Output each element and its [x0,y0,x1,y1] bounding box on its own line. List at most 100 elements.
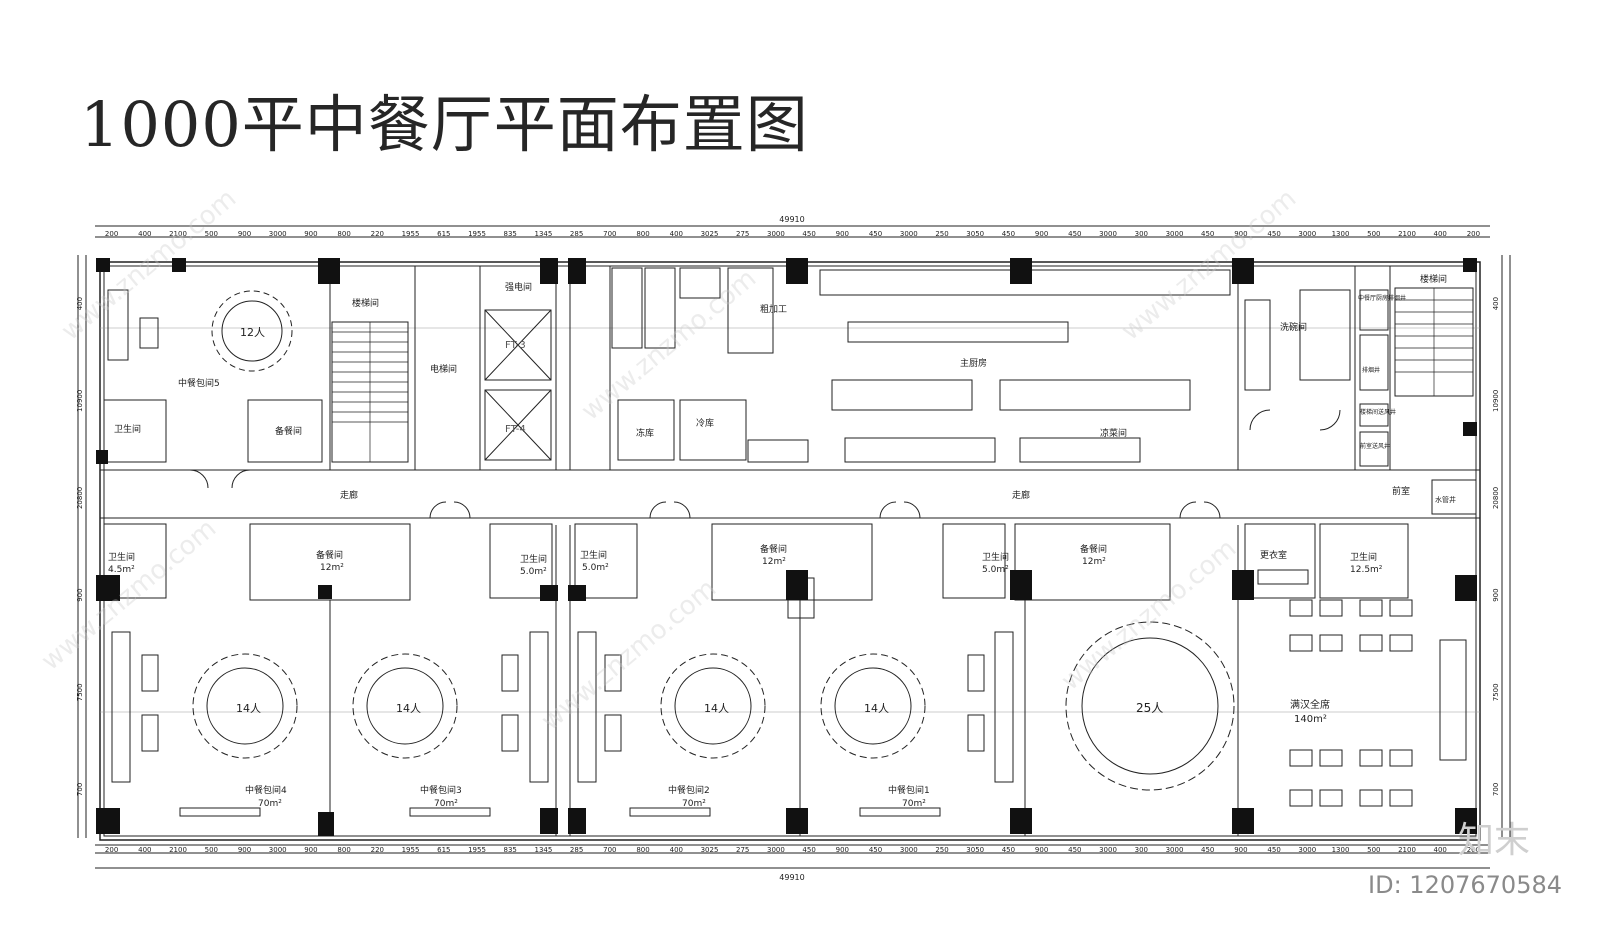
dim-value: 2100 [1398,230,1416,238]
dim-value: 450 [1267,230,1280,238]
dim-value: 200 [1467,230,1480,238]
dim-value: 450 [1267,846,1280,854]
dim-value: 835 [504,230,517,238]
corridor-right: 走廊 [1012,489,1030,501]
room-exhaust-shaft: 排烟井 [1362,366,1380,374]
dim-value: 2100 [1398,846,1416,854]
dim-value: 220 [371,846,384,854]
room-toilet-b4-area: 5.0m² [982,565,1009,575]
dim-value: 615 [437,230,450,238]
image-id: ID: 1207670584 [1368,871,1562,899]
dim-value: 250 [935,230,948,238]
dim-value: 700 [1492,783,1500,796]
room-locker: 更衣室 [1260,549,1287,561]
dim-value: 900 [304,846,317,854]
dim-value: 900 [76,588,84,601]
dim-value: 450 [1201,846,1214,854]
dim-value: 615 [437,846,450,854]
round-table-14-b [352,653,458,759]
room-cold-store: 冷库 [696,417,714,429]
room-toilet-b1-area: 4.5m² [108,565,135,575]
dim-value: 400 [138,846,151,854]
round-table-12 [211,290,293,372]
dim-value: 1955 [402,846,420,854]
dim-value: 450 [1002,230,1015,238]
dim-value: 275 [736,846,749,854]
dim-value: 300 [1135,230,1148,238]
dim-value: 700 [76,783,84,796]
room-freezer: 冻库 [636,427,654,439]
room-private3: 中餐包间3 [420,784,462,796]
corridor-left: 走廊 [340,489,358,501]
room-prep-b2-area: 12m² [762,557,786,567]
dim-value: 500 [205,230,218,238]
room-toilet-b5: 卫生间 [1350,551,1377,563]
label-ft3: FT-3 [505,340,526,351]
dim-value: 1955 [468,846,486,854]
dim-value: 220 [371,230,384,238]
dim-value: 20800 [1492,487,1500,509]
dim-value: 200 [105,846,118,854]
dim-value: 500 [1367,230,1380,238]
room-prep-b3: 备餐间 [1080,543,1107,555]
dim-value: 10900 [1492,390,1500,412]
dim-value: 900 [238,846,251,854]
dim-value: 2100 [169,846,187,854]
dim-value: 900 [1234,230,1247,238]
dim-value: 450 [869,230,882,238]
dim-value: 200 [1467,846,1480,854]
dim-value: 900 [1234,846,1247,854]
dim-value: 800 [337,230,350,238]
dim-value: 900 [1035,230,1048,238]
dim-value: 900 [1035,846,1048,854]
dim-value: 285 [570,230,583,238]
room-anteroom: 前室 [1392,485,1410,497]
dim-value: 3025 [701,846,719,854]
dim-value: 285 [570,846,583,854]
dim-value: 3050 [966,846,984,854]
room-toilet-b1: 卫生间 [108,551,135,563]
room-toilet-b3-area: 5.0m² [582,563,609,573]
dim-value: 450 [802,846,815,854]
dim-value: 3000 [1099,230,1117,238]
dim-value: 3000 [1166,846,1184,854]
room-stair-right: 楼梯间 [1420,273,1447,285]
dim-value: 3050 [966,230,984,238]
dim-value: 800 [337,846,350,854]
room-prep-b2: 备餐间 [760,543,787,555]
dim-value: 3000 [1298,230,1316,238]
room-stair-supply: 楼梯间送风井 [1360,408,1396,416]
label-ft4: FT-4 [505,424,526,435]
seats-14-b: 14人 [396,702,421,715]
dim-value: 400 [1492,297,1500,310]
dim-value: 7500 [76,683,84,701]
dim-value: 900 [1492,588,1500,601]
room-toilet-b5-area: 12.5m² [1350,565,1383,575]
round-table-14-a [192,653,298,759]
structural-columns [96,258,1477,836]
dim-value: 1345 [534,230,552,238]
dim-value: 400 [138,230,151,238]
dim-value: 450 [869,846,882,854]
room-toilet-b4: 卫生间 [982,551,1009,563]
room-elevator-hall: 电梯间 [430,363,457,375]
dim-value: 3000 [767,846,785,854]
dim-value: 1300 [1332,230,1350,238]
overall-dim-bottom: 49910 [779,873,804,882]
room-prep-b1: 备餐间 [316,549,343,561]
dim-value: 900 [238,230,251,238]
dim-value: 800 [636,846,649,854]
seats-14-d: 14人 [864,702,889,715]
dim-value: 3000 [900,846,918,854]
dim-value: 3000 [269,230,287,238]
room-anteroom-supply: 前室送风井 [1360,442,1390,450]
seats-25: 25人 [1136,701,1163,715]
dim-value: 400 [76,297,84,310]
page-title: 1000平中餐厅平面布置图 [80,88,809,161]
dim-value: 700 [603,846,616,854]
dim-value: 400 [670,846,683,854]
